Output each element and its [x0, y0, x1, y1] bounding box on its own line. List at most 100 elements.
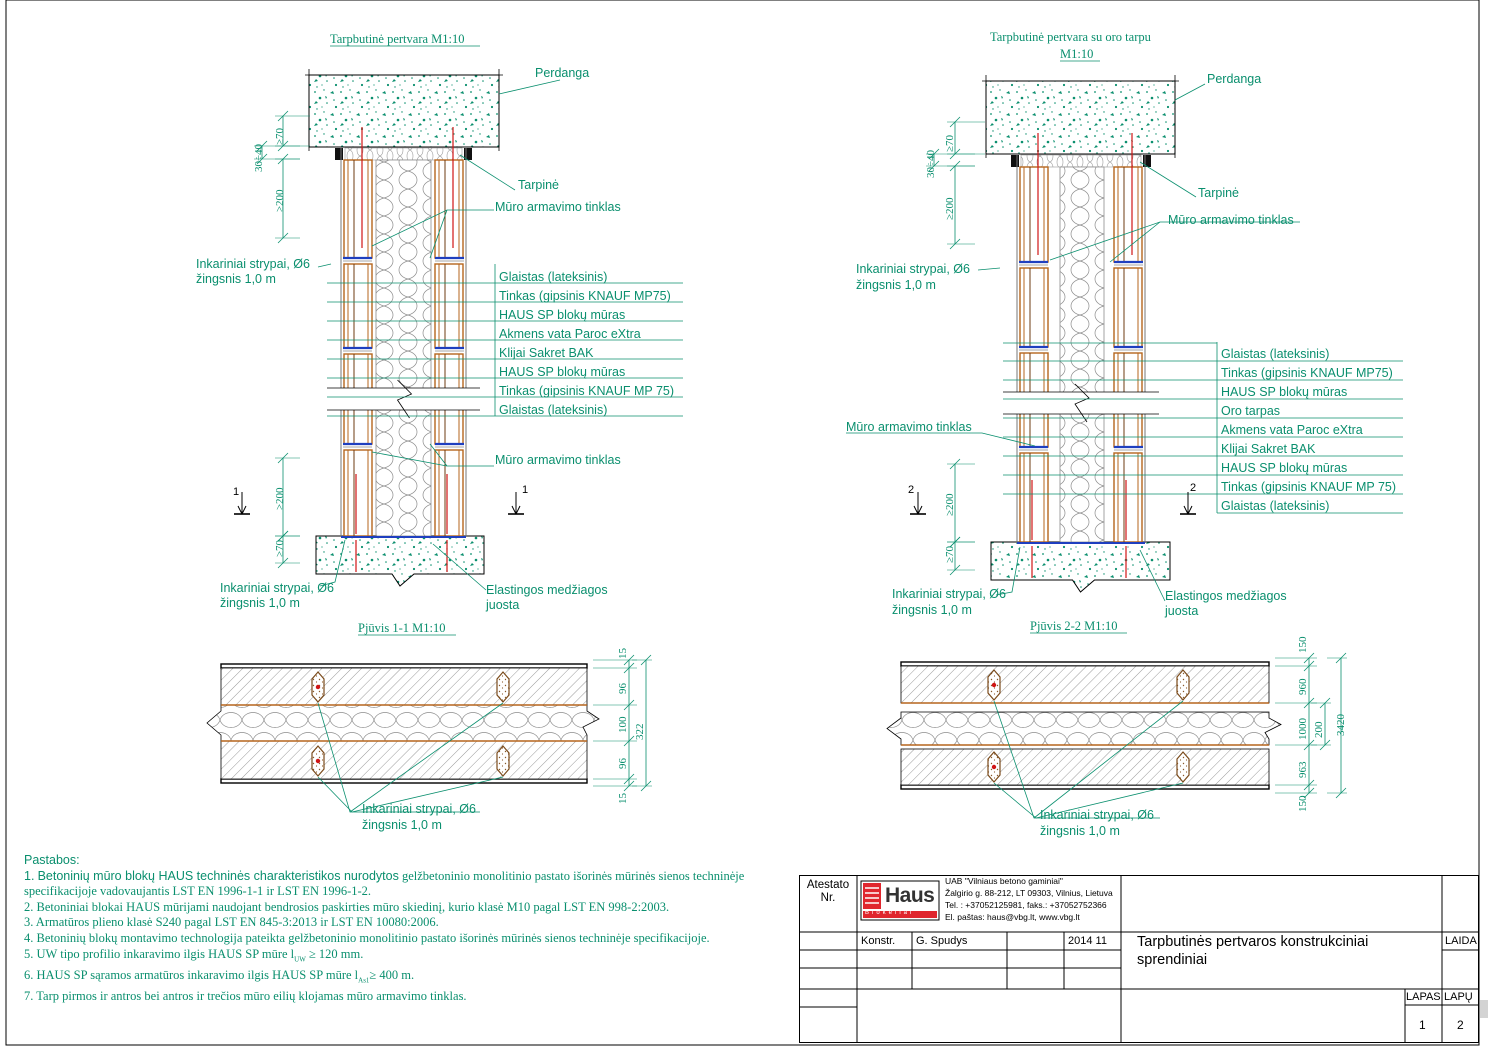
section-leader-3	[351, 776, 504, 813]
block-right-3	[434, 407, 464, 445]
block-left-2	[343, 353, 373, 395]
left-anchor-top-label-1: Inkariniai strypai, Ø6	[196, 257, 310, 271]
section-2-2	[886, 652, 1347, 819]
section-2-dim-1: 150	[1297, 636, 1309, 653]
note-6-sub: As1	[358, 976, 370, 985]
right-layer-9: Glaistas (lateksinis)	[1221, 499, 1329, 513]
leader-3	[429, 209, 448, 259]
leader-6	[995, 546, 1021, 596]
right-elastic-label-1: Elastingos medžiagos	[1165, 589, 1287, 603]
left-layer-8: Glaistas (lateksinis)	[499, 403, 607, 417]
right-layer-1: Glaistas (lateksinis)	[1221, 347, 1329, 361]
note-1-b: gelžbetoninio monolitinio pastato išorin…	[24, 868, 745, 899]
wool-core	[1059, 166, 1105, 543]
section-arrow-head-1	[1183, 505, 1193, 515]
section-2-total: 3420	[1335, 714, 1347, 737]
leader-3	[1109, 221, 1161, 263]
left-elastic-label-2: juosta	[485, 598, 519, 612]
left-layer-2: Tinkas (gipsinis KNAUF MP75)	[499, 289, 671, 303]
leader-4	[977, 267, 1001, 271]
section-arrow-head-1	[511, 505, 521, 515]
note-5-sub: UW	[294, 955, 306, 964]
note-6-b: ≥ 400 m.	[369, 967, 415, 982]
logo-subtext: Blokeliai	[865, 910, 915, 916]
wool-core-section	[886, 711, 1282, 746]
title-block-grid	[799, 875, 1479, 1043]
company-email: El. paštas: haus@vbg.lt, www.vbg.lt	[945, 912, 1080, 922]
scroll-stub	[1480, 1000, 1488, 1018]
designer-name: G. Spudys	[916, 935, 968, 947]
lapas-label: LAPAS	[1406, 991, 1441, 1003]
left-layer-6: HAUS SP blokų mūras	[499, 365, 625, 379]
logo-text: Haus	[885, 884, 935, 907]
right-tarpine-label: Tarpinė	[1198, 186, 1239, 200]
section-2-dim-2: 960	[1297, 678, 1309, 695]
company-info: UAB "Vilniaus betono gaminiai" Žalgirio …	[945, 875, 1113, 923]
note-6: 6. HAUS SP sąramos armatūros inkaravimo …	[24, 968, 784, 989]
right-dim-70-bottom: ≥70	[944, 545, 956, 563]
laida-label: LAIDA	[1445, 935, 1477, 947]
right-anchor-top-label-1: Inkariniai strypai, Ø6	[856, 262, 970, 276]
section-2-dim-3: 1000	[1297, 718, 1309, 741]
ceiling-slab	[985, 80, 1176, 155]
wool-core	[375, 159, 432, 537]
section-leader-3	[1035, 782, 1184, 819]
lapu-label: LAPŲ	[1444, 991, 1473, 1003]
section-1-dim-2: 96	[617, 683, 629, 695]
left-dim-200-top: ≥200	[274, 189, 286, 212]
plaster-strip-0	[900, 661, 1270, 667]
date-cell: 2014 11	[1068, 935, 1107, 947]
gasket-right	[1143, 155, 1151, 167]
top-wool-strip	[1020, 154, 1142, 168]
left-wall-detail	[234, 69, 683, 591]
anchor-bar-2	[315, 758, 321, 764]
break-gap	[333, 388, 474, 410]
plaster-strip-1	[220, 778, 588, 784]
section-2-dim-4: 963	[1297, 761, 1309, 778]
section-leader-1	[1033, 700, 1184, 819]
anchor-cell-1	[496, 671, 510, 703]
leader-0	[498, 79, 561, 95]
right-layer-2: Tinkas (gipsinis KNAUF MP75)	[1221, 366, 1393, 380]
right-section-mark-right: 2	[1190, 482, 1196, 494]
left-anchor-bottom-label-2: žingsnis 1,0 m	[220, 596, 300, 610]
section-2-title: Pjūvis 2-2 M1:10	[1030, 619, 1118, 633]
block-right-2	[434, 353, 464, 395]
gasket-right	[464, 148, 472, 160]
left-layer-7: Tinkas (gipsinis KNAUF MP 75)	[499, 384, 674, 398]
left-section-mark-right: 1	[522, 484, 528, 496]
note-1-a: Betoninių mūro blokų HAUS techninės char…	[37, 868, 399, 883]
note-2: 2. Betoniniai blokai HAUS mūrijami naudo…	[24, 899, 670, 914]
leader-7	[1139, 549, 1166, 602]
leader-6	[429, 443, 448, 467]
ceiling-slab	[308, 74, 500, 148]
left-anchor-top-label-2: žingsnis 1,0 m	[196, 272, 276, 286]
leader-0	[1174, 83, 1206, 101]
section-2-anchor-label-1: Inkariniai strypai, Ø6	[1040, 808, 1154, 822]
masonry-band-0	[900, 665, 1270, 704]
left-title: Tarpbutinė pertvara M1:10	[330, 32, 465, 46]
section-1-dim-4: 96	[617, 758, 629, 770]
note-3: 3. Armatūros plieno klasė S240 pagal LST…	[24, 915, 439, 930]
gasket-left	[335, 148, 343, 160]
left-dim-200-bottom: ≥200	[274, 487, 286, 510]
break-zigzag	[1074, 383, 1090, 423]
right-layer-6: Klijai Sakret BAK	[1221, 442, 1316, 456]
block-left-4	[1019, 452, 1049, 543]
section-leader-1	[349, 702, 504, 813]
left-dim-30-40: 30÷40	[253, 143, 265, 172]
right-title-2: M1:10	[1060, 47, 1093, 61]
company-phone: Tel. : +37052125981, faks.: +37052752366	[945, 900, 1107, 910]
right-layer-7: HAUS SP blokų mūras	[1221, 461, 1347, 475]
note-4: 4. Betoninių blokų montavimo technologij…	[24, 930, 710, 945]
right-layer-3: HAUS SP blokų mūras	[1221, 385, 1347, 399]
leader-8	[432, 543, 487, 591]
block-right-1	[1113, 267, 1143, 348]
role-cell: Konstr.	[861, 935, 896, 947]
wool-core-section	[206, 704, 600, 742]
right-mesh-top-label: Mūro armavimo tinklas	[1168, 213, 1294, 227]
leader-4	[317, 263, 332, 268]
